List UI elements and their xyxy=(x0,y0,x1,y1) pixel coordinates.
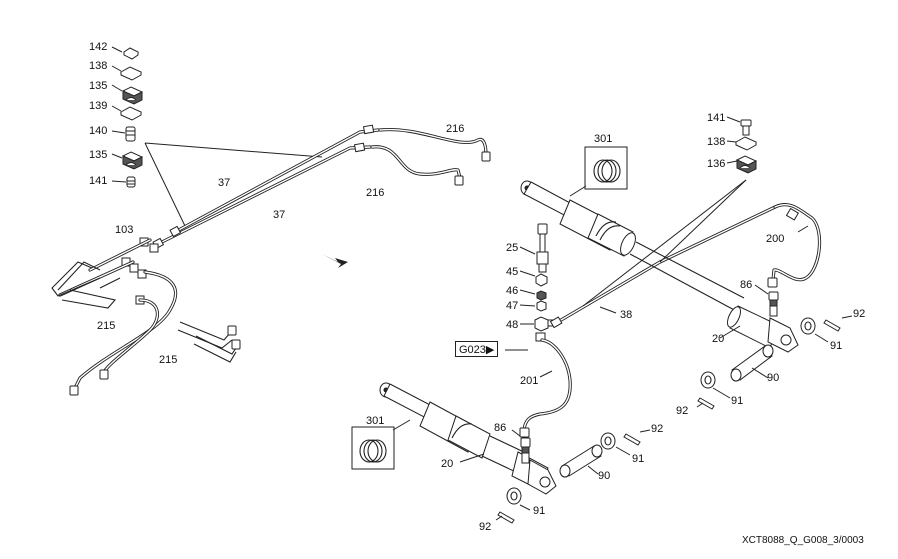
hose-216-upper xyxy=(378,127,491,162)
callout-200: 200 xyxy=(766,233,784,245)
left-manifold-fittings xyxy=(58,237,159,305)
hose-216-lower xyxy=(370,145,464,186)
callout-92: 92 xyxy=(676,405,688,417)
hydraulic-cylinder-upper xyxy=(520,180,636,257)
left-bracket-loops xyxy=(51,261,121,309)
left-pipe-fittings xyxy=(152,124,375,250)
callout-25: 25 xyxy=(506,242,518,254)
callout-92: 92 xyxy=(479,521,491,533)
callout-86: 86 xyxy=(740,279,752,291)
pipe-215-assembly xyxy=(69,270,178,396)
callout-91: 91 xyxy=(731,395,743,407)
callout-301: 301 xyxy=(366,415,384,427)
callout-103: 103 xyxy=(115,224,133,236)
callout-86: 86 xyxy=(494,422,506,434)
callout-92: 92 xyxy=(853,308,865,320)
leader-lines-right-stack xyxy=(582,116,747,307)
leader-lines-left-stack xyxy=(111,46,323,227)
pipe-37-lower xyxy=(156,145,372,246)
valve-stack-center xyxy=(534,223,557,342)
leader-lines-center xyxy=(505,246,536,351)
direction-arrow-icon xyxy=(322,254,348,268)
seal-kit-301-upper xyxy=(569,146,628,197)
callout-215: 215 xyxy=(97,320,115,332)
clamp-stack-left xyxy=(119,47,144,188)
drawing-code-label: XCT8088_Q_G008_3/0003 xyxy=(742,535,864,546)
clamp-stack-right xyxy=(734,119,758,174)
callout-138: 138 xyxy=(89,60,107,72)
callout-labels: 142 138 135 139 140 135 141 103 37 37 21… xyxy=(89,41,865,533)
callout-37: 37 xyxy=(218,177,230,189)
callout-141: 141 xyxy=(707,112,725,124)
callout-135: 135 xyxy=(89,80,107,92)
callout-46: 46 xyxy=(506,285,518,297)
callout-140: 140 xyxy=(89,125,107,137)
callout-91: 91 xyxy=(533,505,545,517)
hose-200 xyxy=(767,203,822,288)
left-elbow-pipes xyxy=(177,321,241,363)
callout-90: 90 xyxy=(598,470,610,482)
callout-141: 141 xyxy=(89,175,107,187)
right-pin-parts xyxy=(696,315,853,410)
callout-91: 91 xyxy=(830,340,842,352)
callout-37: 37 xyxy=(273,209,285,221)
callout-136: 136 xyxy=(707,158,725,170)
callout-92: 92 xyxy=(651,423,663,435)
lower-pin-parts xyxy=(495,429,651,524)
callout-20: 20 xyxy=(712,333,724,345)
callout-301: 301 xyxy=(594,133,612,145)
callout-47: 47 xyxy=(506,300,518,312)
callout-38: 38 xyxy=(620,309,632,321)
seal-kit-301-lower xyxy=(351,419,411,470)
callout-90: 90 xyxy=(767,372,779,384)
hose-201 xyxy=(519,338,572,438)
callout-45: 45 xyxy=(506,266,518,278)
reference-g023-box: G023▶ xyxy=(455,341,499,357)
callout-135: 135 xyxy=(89,149,107,161)
callout-201: 201 xyxy=(520,375,538,387)
callout-91: 91 xyxy=(632,453,644,465)
callout-215: 215 xyxy=(159,354,177,366)
callout-216: 216 xyxy=(446,123,464,135)
callout-142: 142 xyxy=(89,41,107,53)
hydraulic-cylinder-lower xyxy=(379,382,557,495)
callout-48: 48 xyxy=(506,319,518,331)
callout-216: 216 xyxy=(366,187,384,199)
callout-138: 138 xyxy=(707,136,725,148)
callout-139: 139 xyxy=(89,100,107,112)
callout-20: 20 xyxy=(441,458,453,470)
